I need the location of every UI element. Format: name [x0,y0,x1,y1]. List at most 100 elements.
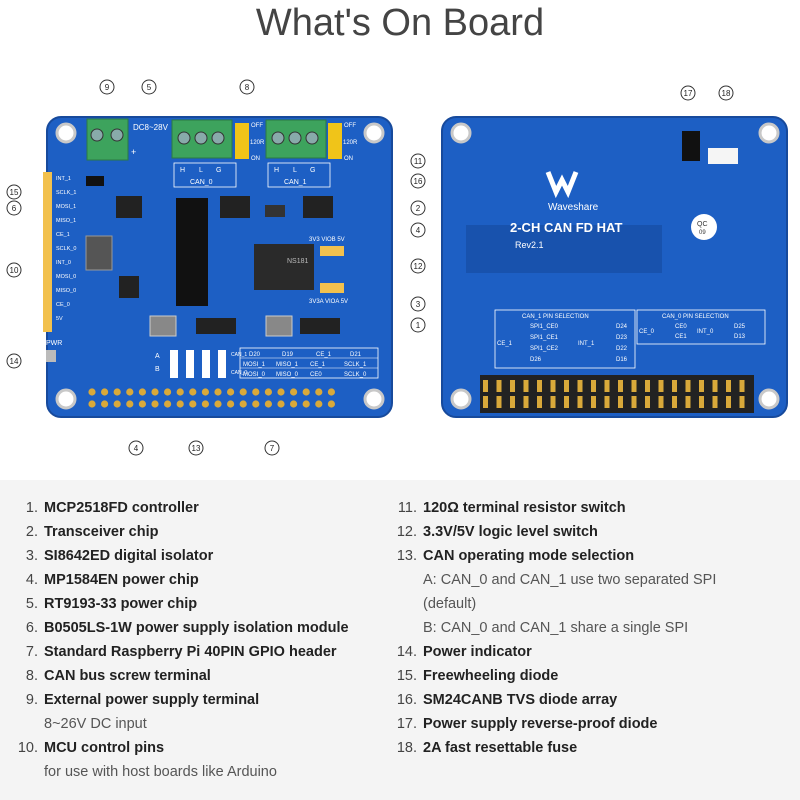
left-pin-label: CE_0 [56,302,70,308]
header-pin [483,396,488,408]
header-pin [537,396,542,408]
list-item-label: Standard Raspberry Pi 40PIN GPIO header [44,644,337,660]
back-board: Waveshare 2-CH CAN FD HAT Rev2.1 QC 09 C… [441,116,788,418]
list-item-label: CAN operating mode selection [423,548,635,564]
list-item: 18.2A fast resettable fuse [389,736,716,760]
mode-header: D21 [350,352,362,358]
callout-marker [6,184,22,200]
callout-number: 4 [416,226,421,235]
left-pin-label: SCLK_1 [56,190,77,196]
callout-number: 11 [414,157,423,166]
header-pin [618,396,623,408]
gpio-pad [277,400,285,408]
list-item-number: 8. [25,668,38,684]
can1-option: D26 [530,357,542,363]
svg-text:CAN_0: CAN_0 [190,179,213,186]
svg-text:OFF: OFF [344,123,356,129]
list-item: 8.CAN bus screw terminal [10,664,349,688]
list-item: 16.SM24CANB TVS diode array [389,688,716,712]
list-item-number: 16. [396,692,417,708]
callout-number: 2 [416,204,421,213]
list-item-detail: A: CAN_0 and CAN_1 use two separated SPI [423,572,717,588]
list-item-number: 17. [396,716,417,732]
list-item-label: 3.3V/5V logic level switch [423,524,598,540]
header-pin [658,380,664,392]
gpio-pad [239,388,247,396]
svg-text:G: G [310,167,315,174]
list-item: 11.120Ω terminal resistor switch [389,496,716,520]
svg-text:PWR: PWR [46,340,62,347]
svg-text:B: B [155,366,160,373]
list-item: 9.External power supply terminal [10,688,349,712]
gpio-pad [138,388,146,396]
header-pin [685,396,691,408]
svg-text:OFF: OFF [251,123,263,129]
svg-text:H: H [180,167,185,174]
svg-text:CAN_1: CAN_1 [284,179,307,186]
can1-pin: D23 [616,335,628,341]
header-pin [550,380,556,392]
boards-illustration: DC8~28V + OFF ON OFF ON 120R 120R H L G … [6,79,788,456]
svg-text:120R: 120R [343,140,358,146]
list-item-number: 6. [25,620,38,636]
list-item-label: Power supply reverse-proof diode [423,716,658,732]
header-pin [604,380,610,392]
svg-text:NS181: NS181 [287,258,309,265]
can0-option: CE0 [675,324,687,330]
header-pin [631,396,637,408]
mode-cell: SCLK_0 [344,372,367,378]
header-pin [645,396,650,408]
callout-marker [99,79,115,95]
svg-text:3V3 VIOB 5V: 3V3 VIOB 5V [309,237,345,243]
left-pin-label: INT_0 [56,260,71,266]
header-pin [739,380,745,392]
power-label: DC8~28V [133,123,169,132]
header-pin [739,396,745,408]
header-pin [496,380,502,392]
callout-marker [680,85,696,101]
header-pin [604,396,610,408]
list-item: 5.RT9193-33 power chip [10,592,349,616]
gpio-pad [214,400,222,408]
mode-cell: SCLK_1 [344,362,367,368]
brand-label: Waveshare [548,202,599,213]
gpio-pad [151,388,159,396]
gpio-pad [264,400,272,408]
mode-cell: CE0 [310,372,322,378]
header-pin [591,396,596,408]
page-title: What's On Board [255,2,545,44]
callout-marker [410,173,426,189]
callout-number: 4 [134,444,139,453]
list-item-number: 11. [397,500,417,516]
list-item: 1.MCP2518FD controller [10,496,349,520]
gpio-pad [252,400,260,408]
header-pin [685,380,691,392]
svg-text:L: L [199,167,203,174]
list-item: 10.MCU control pins [10,736,349,760]
list-item-detail: for use with host boards like Arduino [44,764,277,780]
header-pin [699,380,704,392]
callout-marker [410,153,426,169]
product-label: 2-CH CAN FD HAT [510,220,622,235]
list-item-number: 12. [396,524,417,540]
list-item-label: MCU control pins [44,740,165,756]
feature-list-right: 11.120Ω terminal resistor switch 12. 3.3V/… [389,496,717,760]
left-pin-label: CE_1 [56,232,70,238]
gpio-pad [176,388,184,396]
gpio-pad [138,400,146,408]
list-item: 12. 3.3V/5V logic level switch [389,520,716,544]
callout-number: 1 [416,321,421,330]
list-item-number: 14. [396,644,417,660]
header-pin [699,396,704,408]
can1-pin: D24 [616,324,628,330]
can0-option: CE1 [675,334,687,340]
callout-marker [410,200,426,216]
list-item: 17. Power supply reverse-proof diode [389,712,716,736]
callout-number: 12 [414,262,423,271]
gpio-pad [189,388,197,396]
mode-header: D19 [282,352,294,358]
callout-number: 6 [12,204,17,213]
can1-option: SPI1_CE2 [530,346,559,352]
list-item-detail: (default) [423,596,477,612]
header-pin [577,396,583,408]
